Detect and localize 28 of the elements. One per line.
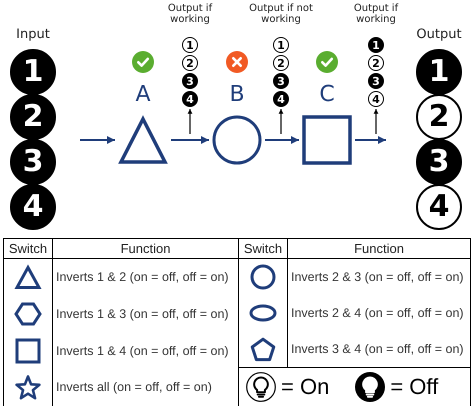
function-description: Inverts 1 & 2 (on = off, off = on) <box>56 271 229 284</box>
function-description: Inverts all (on = off, off = on) <box>56 381 212 394</box>
arrow <box>265 136 299 144</box>
switch-letter: A <box>135 84 151 106</box>
output-caption: Output if working <box>352 3 400 25</box>
arrow <box>355 136 386 144</box>
arrow <box>278 109 284 134</box>
column-heading: Input <box>15 27 51 42</box>
function-description: Inverts 1 & 3 (on = off, off = on) <box>56 308 229 320</box>
function-description: Inverts 1 & 4 (on = off, off = on) <box>56 344 229 358</box>
legend-text: = On <box>281 376 330 398</box>
column-header: Switch <box>8 242 48 255</box>
column-header: Function <box>354 242 404 255</box>
arrow <box>188 109 192 134</box>
legend-text: = Off <box>390 376 438 398</box>
arrow <box>171 136 209 144</box>
column-header: Function <box>120 242 170 255</box>
function-description: Inverts 2 & 4 (on = off, off = on) <box>291 306 464 320</box>
function-description: Inverts 3 & 4 (on = off, off = on) <box>291 342 464 356</box>
switch-letter: C <box>319 84 335 106</box>
arrow <box>374 109 378 134</box>
switch-letter: B <box>229 84 245 106</box>
function-description: Inverts 2 & 3 (on = off, off = on) <box>291 270 464 284</box>
arrow <box>80 136 115 144</box>
column-header: Switch <box>244 242 282 255</box>
output-caption: Output if not working <box>249 3 313 25</box>
column-heading: Output <box>415 27 463 42</box>
output-caption: Output if working <box>166 3 214 25</box>
